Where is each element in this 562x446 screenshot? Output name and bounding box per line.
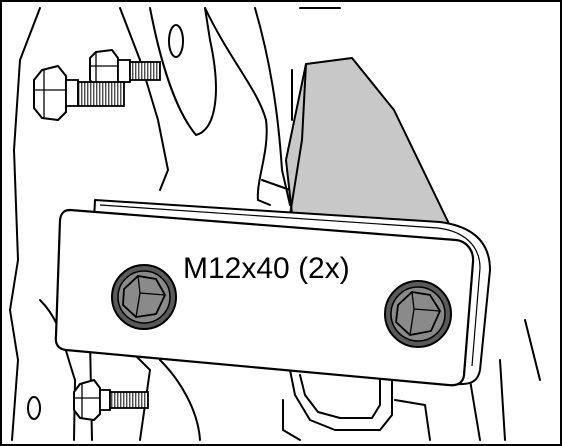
loose-bolt-bottom xyxy=(73,379,149,421)
chassis-frame xyxy=(9,7,541,441)
hex-bolt-icon xyxy=(73,379,101,421)
bolt-callout-label: M12x40 (2x) xyxy=(183,252,350,285)
loose-bolt-lower xyxy=(33,65,125,121)
hex-flange-bolt-icon xyxy=(395,291,442,336)
installed-bolt-left xyxy=(111,264,177,330)
hex-flange-bolt-icon xyxy=(122,275,167,318)
installed-bolt-right xyxy=(384,280,452,348)
hex-bolt-icon xyxy=(33,65,67,121)
mounting-plate xyxy=(54,199,491,387)
